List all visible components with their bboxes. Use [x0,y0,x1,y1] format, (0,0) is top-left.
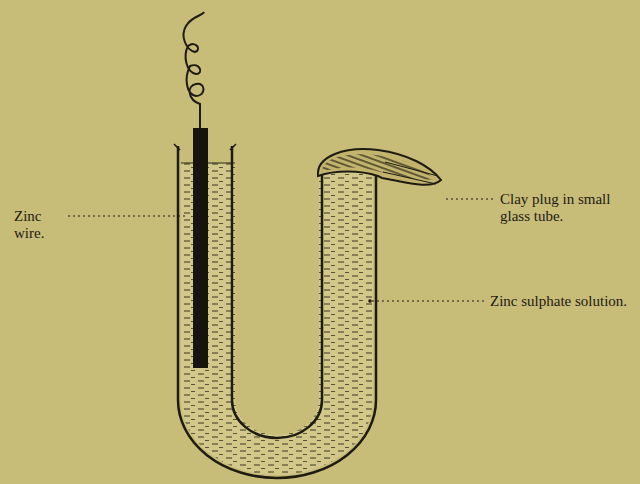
small-glass-tube [383,162,438,184]
leader-line [446,198,496,199]
zinc-wire-coil [184,12,204,128]
part-label: Zinc wire. [14,208,66,242]
clay-plug-shading [322,154,434,180]
zinc-sulphate-liquid [181,163,373,475]
zinc-wire-rod [193,128,208,368]
liquid-texture [181,163,373,475]
leader-line [372,300,486,301]
clay-plug [318,149,441,185]
leader-line [68,215,188,216]
part-label: Clay plug in small glass tube. [500,191,630,225]
part-label: Zinc sulphate solution. [490,293,630,310]
tube-inner-wall [232,146,322,438]
leader-dot [368,299,372,303]
